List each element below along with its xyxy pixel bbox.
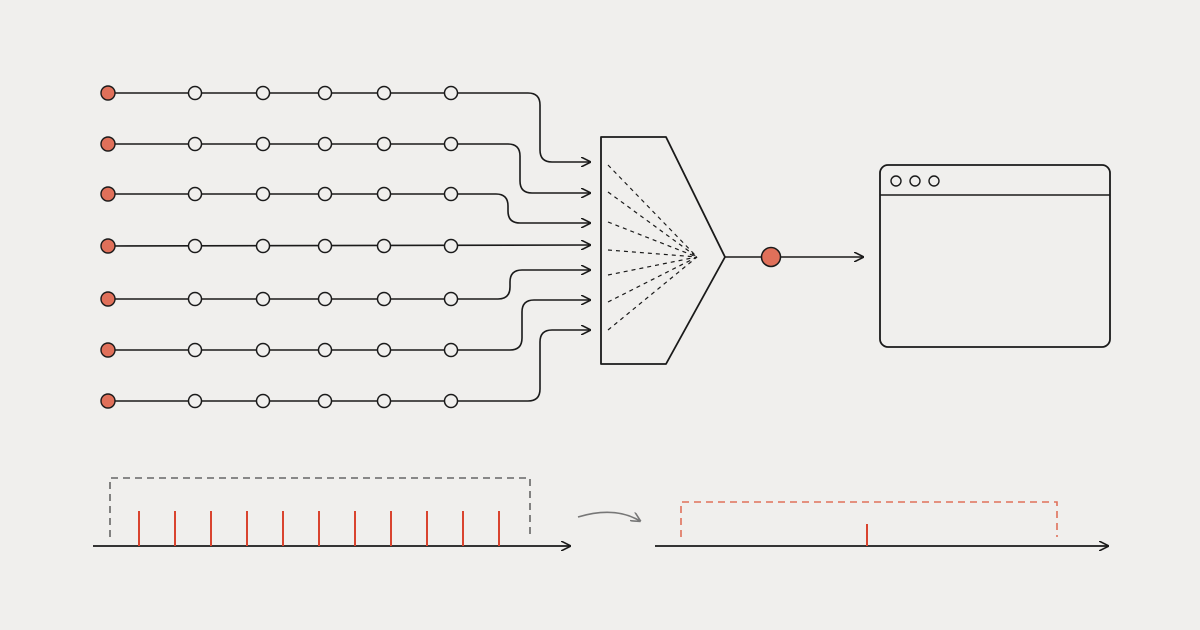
stream-node <box>317 342 333 358</box>
stream-node <box>317 291 333 307</box>
funnel-internal-line <box>607 256 698 331</box>
stream-node <box>255 342 271 358</box>
stream-node <box>443 85 459 101</box>
stream-node <box>317 238 333 254</box>
source-stream-line <box>107 245 590 246</box>
source-stream-line <box>108 143 590 193</box>
stream-node <box>255 291 271 307</box>
stream-node <box>187 85 203 101</box>
stream-node <box>255 186 271 202</box>
timeline-after <box>655 501 1108 546</box>
source-start-dot <box>100 238 116 254</box>
stream-node <box>187 136 203 152</box>
funnel-internal-line <box>607 249 698 258</box>
stream-node <box>443 186 459 202</box>
transition-arrow-group <box>577 511 640 521</box>
debounce-window-bracket <box>680 501 1058 537</box>
stream-node <box>187 393 203 409</box>
funnel-shape <box>600 136 726 365</box>
source-stream-line <box>108 193 590 223</box>
source-stream-line <box>108 92 590 162</box>
source-stream-line <box>108 330 590 402</box>
timeline-before <box>93 477 570 546</box>
stream-node <box>443 393 459 409</box>
source-start-dot <box>100 186 116 202</box>
stream-node <box>317 85 333 101</box>
stream-node <box>317 393 333 409</box>
output-window-group <box>725 164 1111 348</box>
stream-node <box>255 136 271 152</box>
source-start-dot <box>100 342 116 358</box>
source-stream-line <box>108 270 590 300</box>
source-start-dot <box>100 85 116 101</box>
stream-node <box>187 238 203 254</box>
source-start-dot <box>100 393 116 409</box>
stream-node <box>376 342 392 358</box>
batch-window-bracket <box>109 477 531 537</box>
stream-node <box>187 342 203 358</box>
funnel-internal-line <box>607 164 698 258</box>
window-control-dot <box>909 175 921 187</box>
stream-node <box>443 238 459 254</box>
stream-node <box>443 136 459 152</box>
aggregator-funnel <box>600 136 726 365</box>
stream-node <box>443 291 459 307</box>
stream-node <box>376 186 392 202</box>
source-start-dot <box>100 136 116 152</box>
stream-node <box>187 291 203 307</box>
window-control-dot <box>928 175 940 187</box>
stream-node <box>255 238 271 254</box>
funnel-internal-line <box>607 256 698 276</box>
funnel-internal-line <box>607 256 698 303</box>
curved-transition-arrow <box>577 511 640 521</box>
window-control-dot <box>890 175 902 187</box>
source-start-dot <box>100 291 116 307</box>
stream-node <box>376 136 392 152</box>
stream-node <box>376 393 392 409</box>
funnel-internal-line <box>607 191 698 258</box>
stream-node <box>317 136 333 152</box>
stream-node <box>376 238 392 254</box>
stream-node <box>187 186 203 202</box>
source-stream-line <box>108 300 590 351</box>
stream-node <box>317 186 333 202</box>
source-streams <box>100 85 590 409</box>
stream-node <box>443 342 459 358</box>
aggregated-output-dot <box>760 246 782 268</box>
stream-node <box>255 393 271 409</box>
browser-window <box>879 164 1111 348</box>
stream-node <box>255 85 271 101</box>
stream-node <box>376 291 392 307</box>
stream-node <box>376 85 392 101</box>
